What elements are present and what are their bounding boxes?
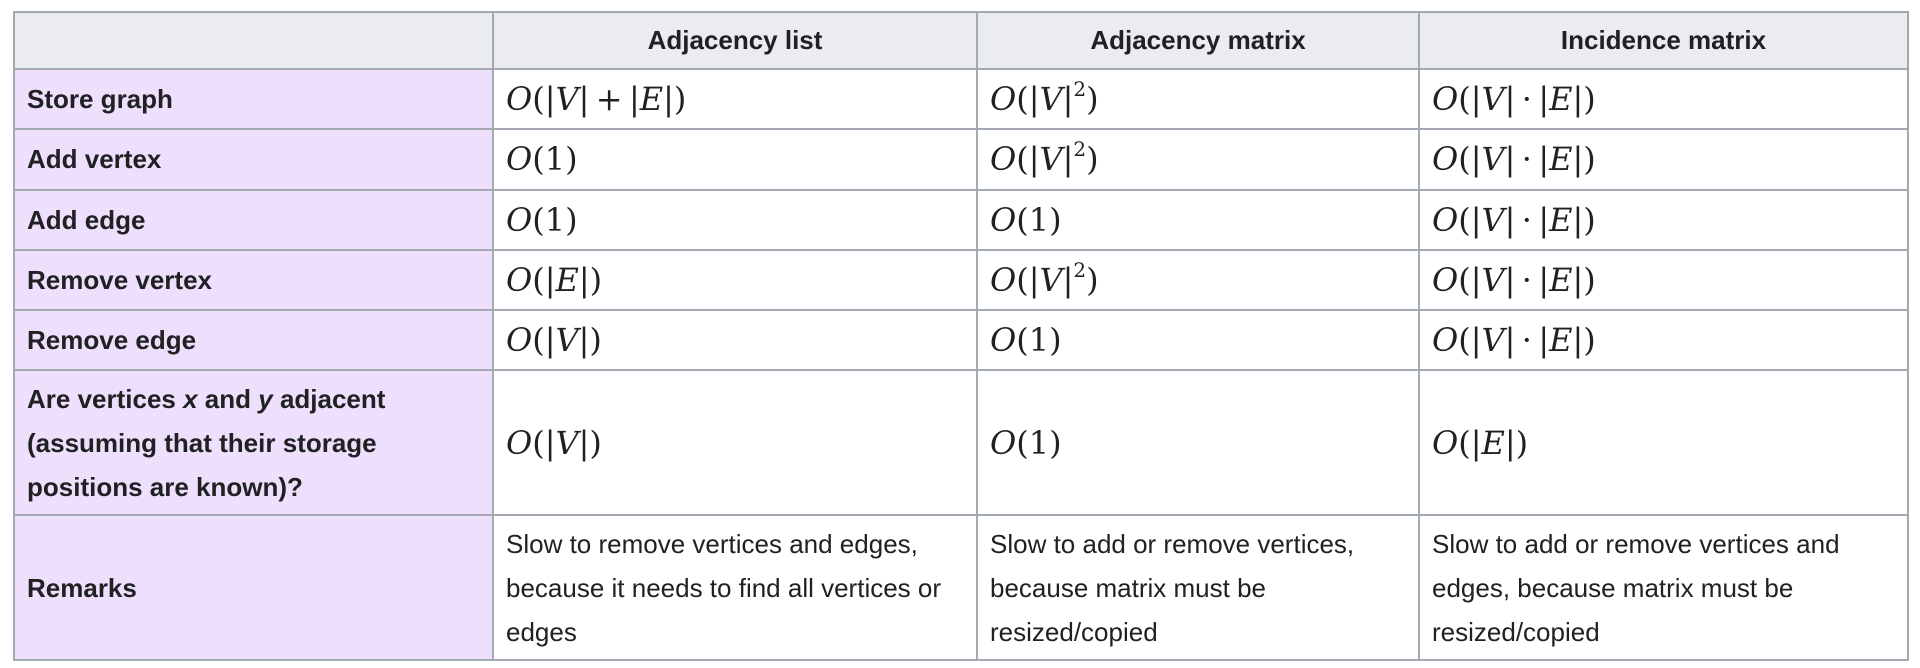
cell-remark: Slow to remove vertices and edges, becau…	[492, 514, 978, 661]
table-row: Remove vertex O(|E|) O(|V|2) O(|V| · |E|…	[13, 248, 1909, 312]
header-adjacency-matrix: Adjacency matrix	[976, 11, 1420, 70]
cell-math: O(1)	[492, 128, 978, 191]
row-label-remove-edge: Remove edge	[13, 309, 494, 372]
row-label-add-edge: Add edge	[13, 188, 494, 251]
graph-representation-complexity-table: Adjacency list Adjacency matrix Incidenc…	[13, 11, 1909, 661]
cell-math: O(1)	[492, 188, 978, 251]
cell-math: O(|V|2)	[976, 128, 1420, 191]
label-text: Are vertices	[27, 383, 184, 414]
cell-math: O(|V| · |E|)	[1418, 128, 1909, 191]
cell-math: O(|V| · |E|)	[1418, 248, 1909, 312]
cell-math: O(1)	[976, 309, 1420, 372]
row-label-store-graph: Store graph	[13, 67, 494, 131]
table-row: Are vertices x and y adjacent (assuming …	[13, 369, 1909, 517]
header-adjacency-list: Adjacency list	[492, 11, 978, 70]
row-label-add-vertex: Add vertex	[13, 128, 494, 191]
variable-x: x	[183, 383, 198, 414]
label-text: and	[197, 383, 259, 414]
cell-math: O(|E|)	[492, 248, 978, 312]
row-label-remove-vertex: Remove vertex	[13, 248, 494, 312]
cell-math: O(|V| + |E|)	[492, 67, 978, 131]
cell-math: O(|V|2)	[976, 248, 1420, 312]
table-row: Add edge O(1) O(1) O(|V| · |E|)	[13, 188, 1909, 251]
cell-math: O(|V| · |E|)	[1418, 67, 1909, 131]
variable-y: y	[258, 383, 273, 414]
table-row: Remove edge O(|V|) O(1) O(|V| · |E|)	[13, 309, 1909, 372]
cell-math: O(|V|)	[492, 309, 978, 372]
table-row: Remarks Slow to remove vertices and edge…	[13, 514, 1909, 661]
cell-math: O(|V|2)	[976, 67, 1420, 131]
header-row: Adjacency list Adjacency matrix Incidenc…	[13, 11, 1909, 70]
table-row: Store graph O(|V| + |E|) O(|V|2) O(|V| ·…	[13, 67, 1909, 131]
label-text: adjacent (assuming that their storage po…	[27, 383, 386, 502]
row-label-remarks: Remarks	[13, 514, 494, 661]
cell-math: O(|V|)	[492, 369, 978, 517]
cell-math: O(|V| · |E|)	[1418, 188, 1909, 251]
table-row: Add vertex O(1) O(|V|2) O(|V| · |E|)	[13, 128, 1909, 191]
cell-math: O(1)	[976, 188, 1420, 251]
row-label-adjacent-query: Are vertices x and y adjacent (assuming …	[13, 369, 494, 517]
cell-remark: Slow to add or remove vertices, because …	[976, 514, 1420, 661]
cell-math: O(1)	[976, 369, 1420, 517]
header-incidence-matrix: Incidence matrix	[1418, 11, 1909, 70]
cell-math: O(|E|)	[1418, 369, 1909, 517]
cell-math: O(|V| · |E|)	[1418, 309, 1909, 372]
header-corner	[13, 11, 494, 70]
cell-remark: Slow to add or remove vertices and edges…	[1418, 514, 1909, 661]
